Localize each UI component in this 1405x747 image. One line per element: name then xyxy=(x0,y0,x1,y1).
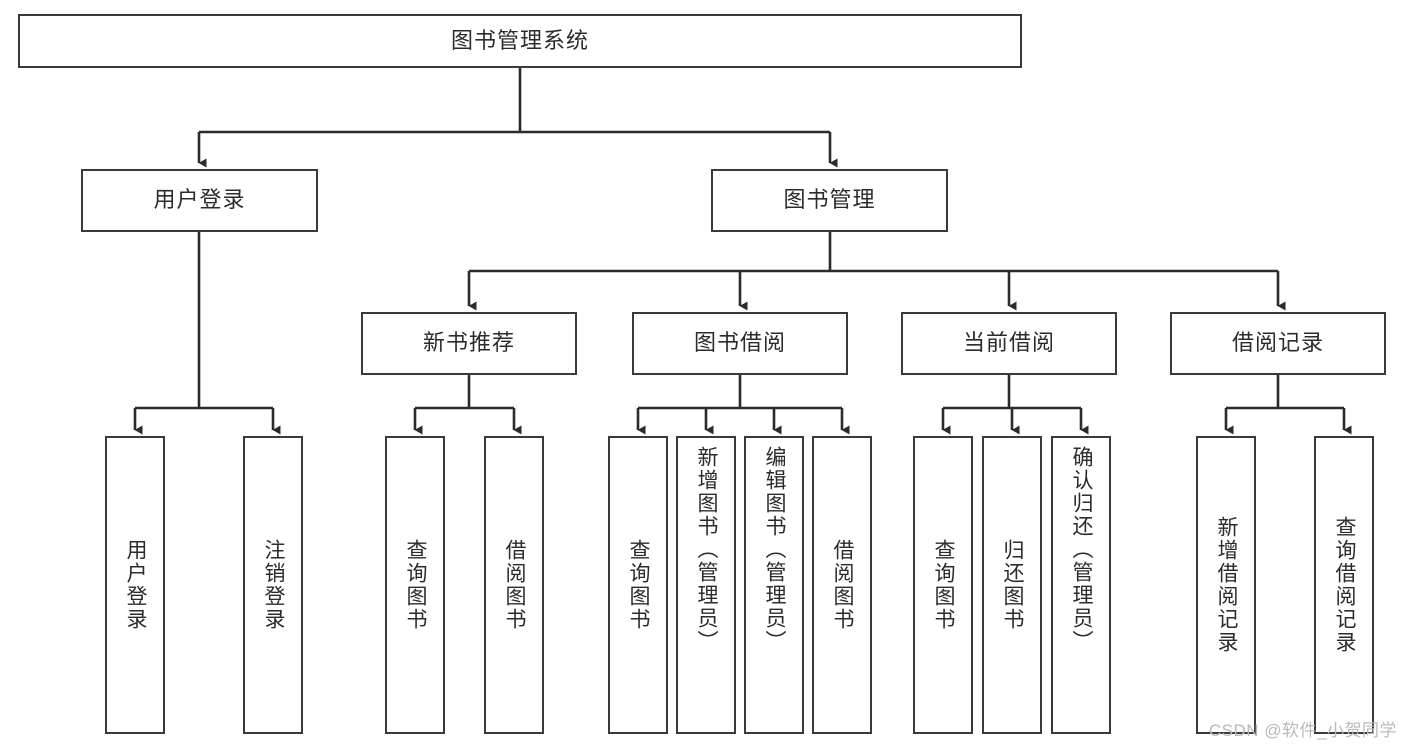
leaf-user-login[interactable]: 用户登录 xyxy=(105,436,165,734)
node-book-management[interactable]: 图书管理 xyxy=(711,169,948,232)
leaf-records-add-record[interactable]: 新增借阅记录 xyxy=(1196,436,1256,734)
node-label: 确认归还（管理员） xyxy=(1070,446,1094,653)
node-label: 图书管理系统 xyxy=(450,27,589,53)
node-label: 当前借阅 xyxy=(962,330,1055,356)
node-label: 图书借阅 xyxy=(693,330,786,356)
node-label: 借阅图书 xyxy=(831,539,855,631)
node-label: 图书管理 xyxy=(783,187,876,213)
node-label: 用户登录 xyxy=(153,187,246,213)
node-label: 编辑图书（管理员） xyxy=(763,446,787,653)
leaf-newbook-query-book[interactable]: 查询图书 xyxy=(385,436,445,734)
leaf-current-confirm-return-admin[interactable]: 确认归还（管理员） xyxy=(1051,436,1111,734)
node-new-book-recommend[interactable]: 新书推荐 xyxy=(361,312,577,375)
node-label: 新增借阅记录 xyxy=(1215,516,1239,654)
leaf-borrow-edit-book-admin[interactable]: 编辑图书（管理员） xyxy=(744,436,804,734)
leaf-records-query-record[interactable]: 查询借阅记录 xyxy=(1314,436,1374,734)
leaf-newbook-borrow-book[interactable]: 借阅图书 xyxy=(484,436,544,734)
node-label: 借阅记录 xyxy=(1231,330,1324,356)
node-current-borrow[interactable]: 当前借阅 xyxy=(901,312,1117,375)
leaf-borrow-query-book[interactable]: 查询图书 xyxy=(608,436,668,734)
leaf-user-logout[interactable]: 注销登录 xyxy=(243,436,303,734)
leaf-current-query-book[interactable]: 查询图书 xyxy=(913,436,973,734)
leaf-borrow-add-book-admin[interactable]: 新增图书（管理员） xyxy=(676,436,736,734)
node-label: 注销登录 xyxy=(262,539,286,631)
node-label: 借阅图书 xyxy=(503,539,527,631)
node-user-login[interactable]: 用户登录 xyxy=(81,169,318,232)
node-label: 新增图书（管理员） xyxy=(695,446,719,653)
node-label: 新书推荐 xyxy=(422,330,515,356)
leaf-current-return-book[interactable]: 归还图书 xyxy=(982,436,1042,734)
node-label: 查询图书 xyxy=(932,539,956,631)
leaf-borrow-borrow-book[interactable]: 借阅图书 xyxy=(812,436,872,734)
node-label: 用户登录 xyxy=(124,539,148,631)
node-label: 查询图书 xyxy=(404,539,428,631)
node-label: 查询图书 xyxy=(627,539,651,631)
node-label: 查询借阅记录 xyxy=(1333,516,1357,654)
node-root-system[interactable]: 图书管理系统 xyxy=(18,14,1022,68)
node-label: 归还图书 xyxy=(1001,539,1025,631)
node-book-borrow[interactable]: 图书借阅 xyxy=(632,312,848,375)
node-borrow-records[interactable]: 借阅记录 xyxy=(1170,312,1386,375)
